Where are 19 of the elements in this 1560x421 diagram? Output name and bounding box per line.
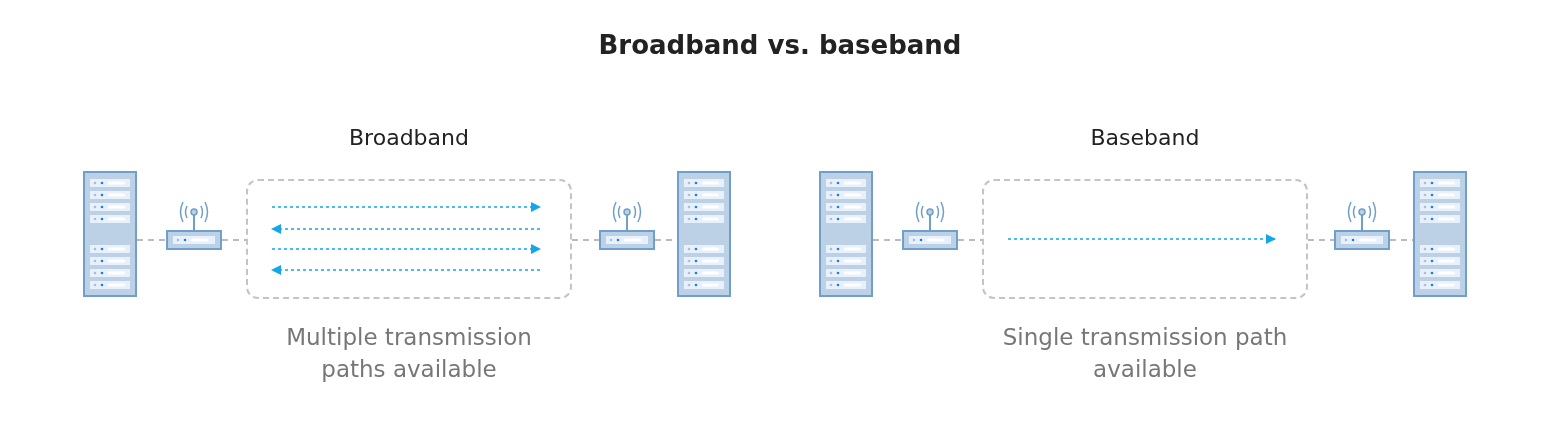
server-icon [819,171,873,297]
section-heading: Broadband [348,125,470,150]
router-icon [1334,200,1390,250]
connector-line [571,239,600,241]
connector-line [1307,239,1335,241]
caption-text: Single transmission path available [1001,323,1289,384]
server-icon [83,171,137,297]
connector-line [872,239,903,241]
connector-line [136,239,167,241]
connector-line [221,239,247,241]
section-heading: Baseband [1089,125,1201,150]
connector-line [957,239,983,241]
diagram-title: Broadband vs. baseband [597,30,963,60]
router-icon [599,200,655,250]
server-icon [1413,171,1467,297]
router-icon [166,200,222,250]
caption-text: Multiple transmission paths available [285,323,533,384]
server-icon [677,171,731,297]
router-icon [902,200,958,250]
